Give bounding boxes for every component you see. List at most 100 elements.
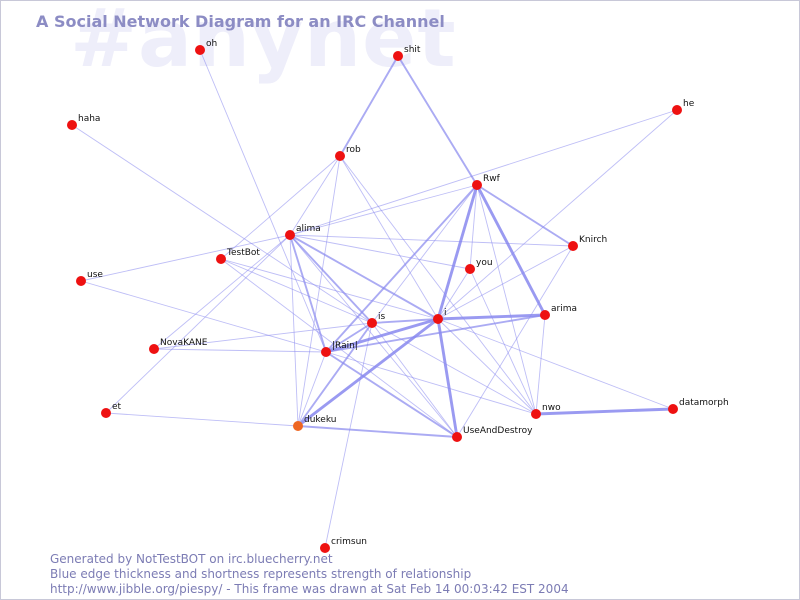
node-label: i [444, 308, 447, 318]
edge-i-datamorph [437, 318, 674, 410]
node-TestBot: TestBot [216, 248, 260, 264]
edge-alima-Rain [289, 234, 327, 353]
edge-rob-i [339, 155, 439, 320]
node-label: TestBot [226, 248, 260, 258]
edge-is-Rain [325, 322, 373, 353]
edge-is-NovaKANE [153, 322, 373, 350]
node-label: rob [346, 145, 361, 155]
edge-i-dukeku [296, 317, 440, 428]
edge-is-crimsun [324, 322, 373, 549]
node-shit: shit [393, 45, 421, 61]
edge-you-i [437, 268, 471, 320]
edge-NovaKANE-Rain [153, 348, 327, 353]
edge-shit-Rwf [397, 55, 478, 186]
edge-alima-is [289, 234, 373, 324]
edge-is-nwo [371, 322, 537, 415]
node-dot [321, 347, 331, 357]
edge-Rwf-is [371, 184, 478, 324]
diagram-title: A Social Network Diagram for an IRC Chan… [36, 12, 445, 31]
edge-et-dukeku [105, 412, 299, 427]
node-dot [465, 264, 475, 274]
edge-use-Rain [80, 280, 327, 353]
edge-Knirch-UseAndDestroy [456, 245, 574, 438]
node-is: is [367, 312, 386, 328]
node-i: i [433, 308, 447, 324]
node-Rwf: Rwf [472, 174, 501, 190]
edge-alima-UseAndDestroy [289, 234, 458, 438]
node-label: NovaKANE [160, 338, 208, 348]
edge-alima-et [105, 234, 291, 414]
node-label: use [87, 270, 103, 280]
node-dot [433, 314, 443, 324]
edge-is-dukeku [297, 322, 373, 427]
edge-arima-nwo [535, 314, 546, 415]
edge-is-i [371, 318, 439, 324]
edge-i-UseAndDestroy [436, 317, 459, 439]
edges-layer [71, 49, 678, 549]
node-oh: oh [195, 39, 217, 55]
channel-watermark: #anynet [70, 0, 457, 85]
edge-is-UseAndDestroy [371, 322, 458, 438]
footer-url-line: http://www.jibble.org/piespy/ - This fra… [50, 582, 569, 596]
edge-he-i [437, 109, 678, 320]
node-label: dukeku [304, 415, 336, 425]
edge-Rwf-Knirch [476, 184, 574, 247]
node-dot [195, 45, 205, 55]
edge-haha-is [71, 124, 373, 324]
node-rob: rob [335, 145, 361, 161]
node-dot [76, 276, 86, 286]
node-arima: arima [540, 304, 577, 320]
node-dot [531, 409, 541, 419]
edge-rob-nwo [339, 155, 537, 415]
edge-nwo-datamorph [534, 407, 675, 416]
node-dot [668, 404, 678, 414]
node-you: you [465, 258, 493, 274]
node-NovaKANE: NovaKANE [149, 338, 208, 354]
node-haha: haha [67, 114, 100, 130]
node-et: et [101, 402, 122, 418]
node-label: UseAndDestroy [463, 426, 533, 436]
edge-he-alima [289, 109, 678, 236]
node-label: nwo [542, 403, 561, 413]
edge-oh-Rain [199, 49, 327, 353]
edge-Knirch-i [437, 245, 574, 320]
node-use: use [76, 270, 103, 286]
node-Rain: |Rain| [321, 341, 358, 357]
edge-arima-Rain [325, 314, 546, 353]
edge-dukeku-UseAndDestroy [297, 425, 458, 438]
edge-Rwf-Rain [325, 184, 478, 353]
edge-shit-rob [339, 55, 399, 157]
node-dot [101, 408, 111, 418]
edge-TestBot-is [220, 258, 373, 324]
edge-you-nwo [469, 268, 537, 415]
node-crimsun: crimsun [320, 537, 367, 553]
node-he: he [672, 99, 695, 115]
edge-Rain-nwo [325, 351, 537, 415]
node-label: Knirch [579, 235, 607, 245]
node-dot [293, 421, 303, 431]
node-dot [367, 318, 377, 328]
node-label: arima [551, 304, 577, 314]
node-dot [216, 254, 226, 264]
node-dot [149, 344, 159, 354]
edge-Rain-UseAndDestroy [325, 351, 458, 438]
node-label: is [378, 312, 386, 322]
node-dot [67, 120, 77, 130]
edge-alima-Knirch [289, 234, 574, 247]
node-label: he [683, 99, 695, 109]
node-dukeku: dukeku [293, 415, 336, 431]
node-dot [285, 230, 295, 240]
edge-rob-dukeku [297, 155, 341, 427]
node-dot [335, 151, 345, 161]
edge-arima-i [436, 313, 547, 321]
node-label: oh [206, 39, 217, 49]
node-label: shit [404, 45, 421, 55]
node-label: Rwf [483, 174, 501, 184]
node-dot [672, 105, 682, 115]
node-Knirch: Knirch [568, 235, 607, 251]
edge-alima-i [289, 234, 439, 320]
node-UseAndDestroy: UseAndDestroy [452, 426, 533, 442]
nodes-layer: ohshithehaharobRwfalimaKnirchTestBotyouu… [67, 39, 729, 553]
footer-generator-line: Generated by NotTestBOT on irc.bluecherr… [50, 552, 333, 566]
